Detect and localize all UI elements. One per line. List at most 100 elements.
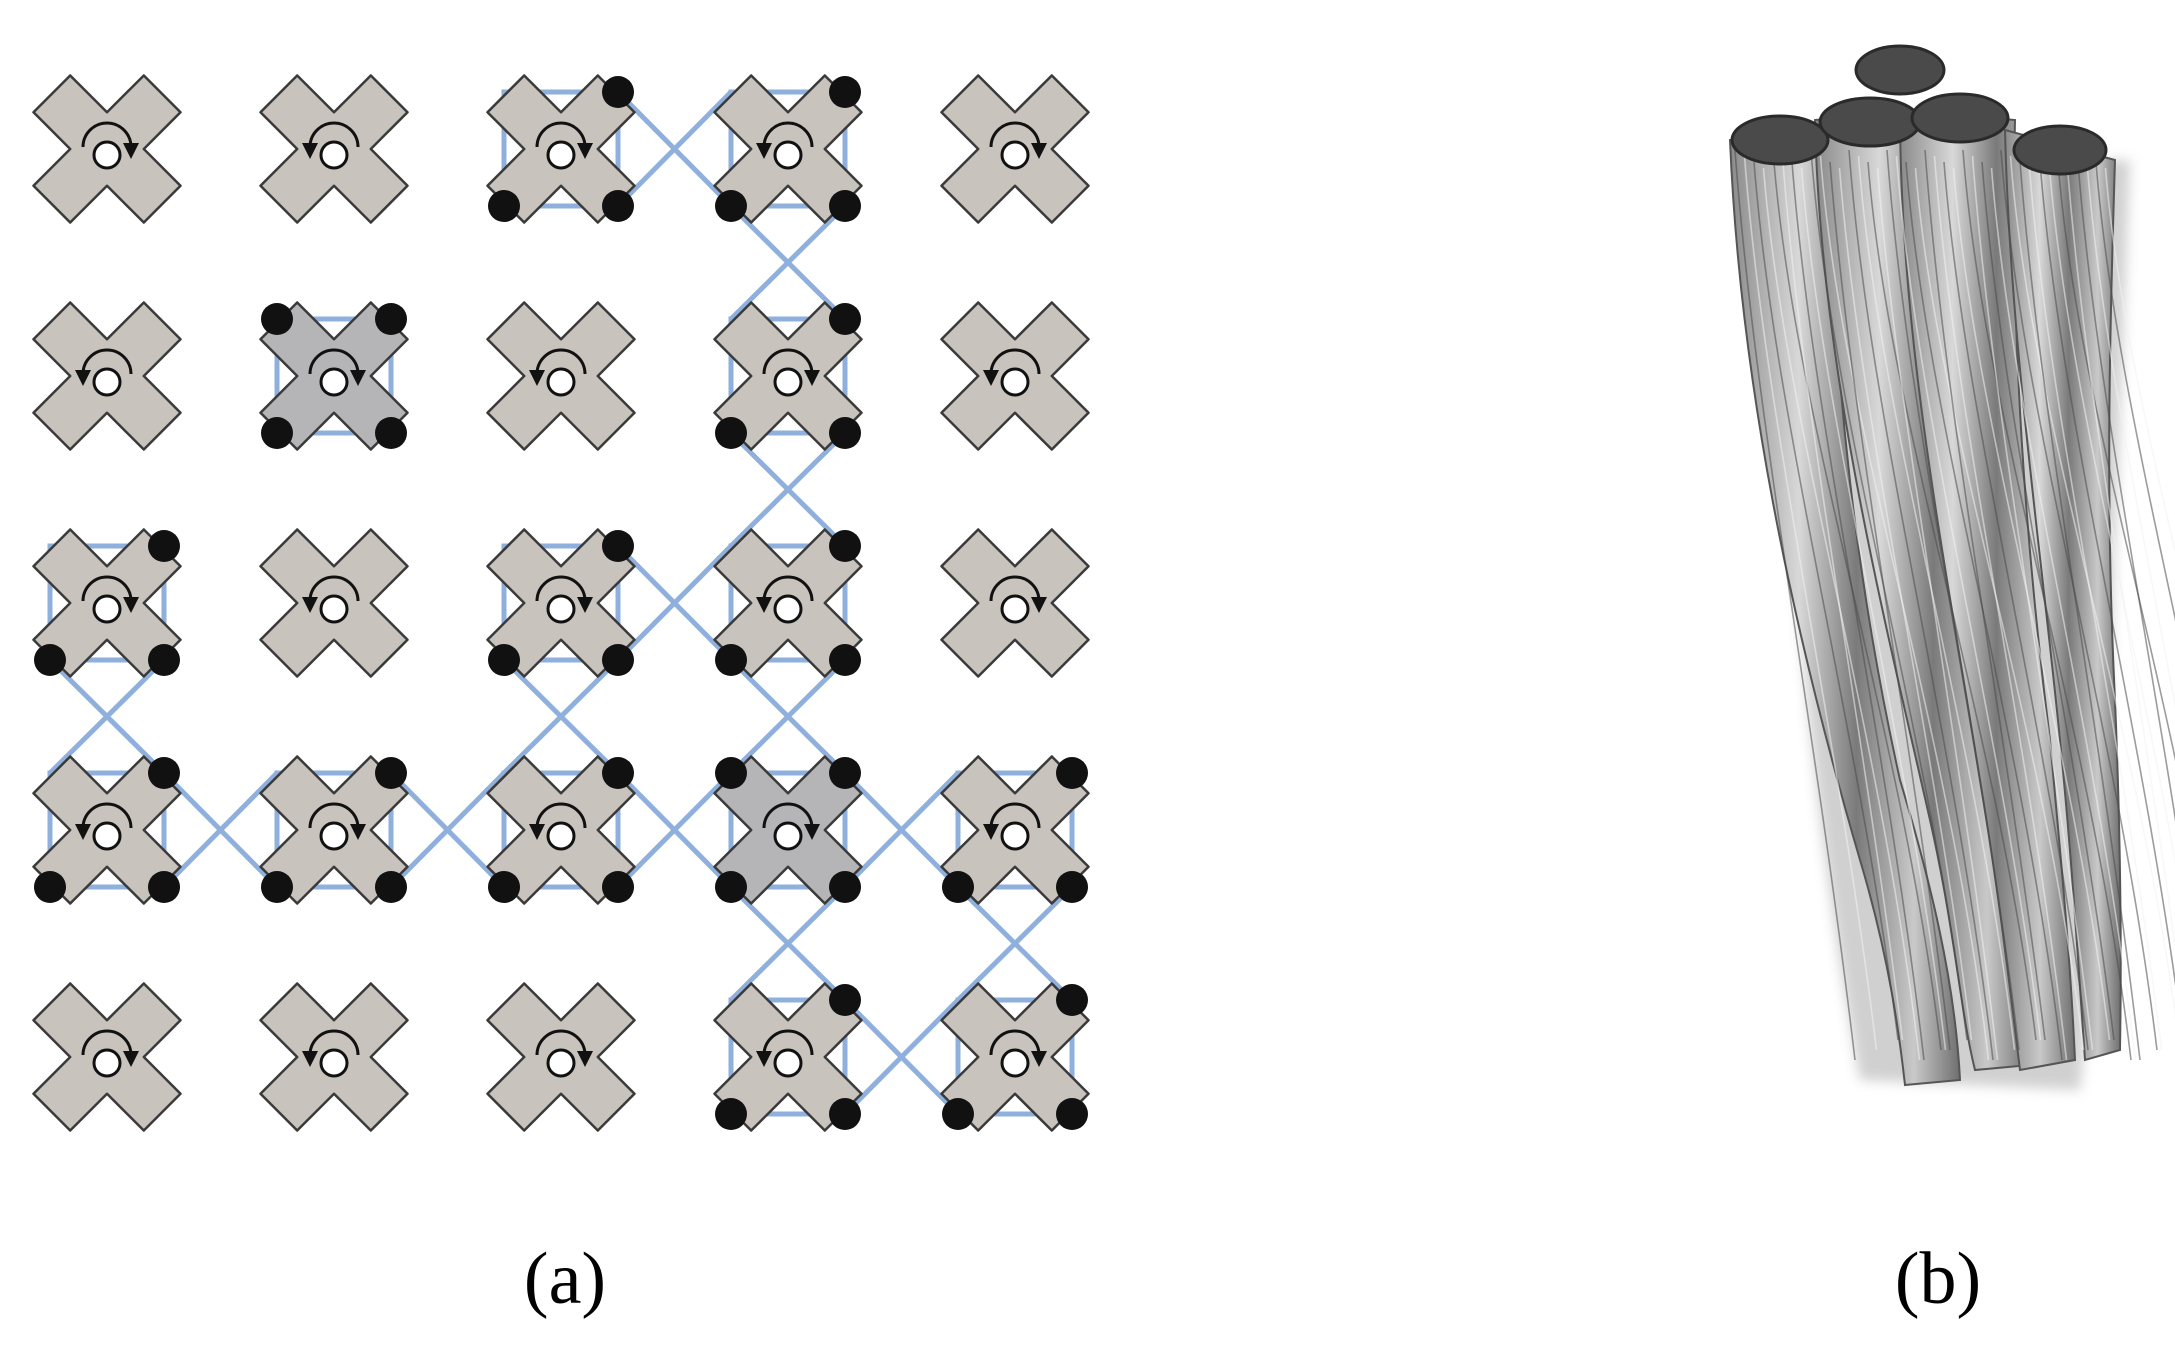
cross-unit-icon [940,301,1090,451]
link-frame [728,997,848,1117]
joint-dot-icon [1056,1098,1088,1130]
link-frame [728,89,848,209]
strand-cut-end [1910,92,2010,144]
rotation-arrow-icon [535,1029,587,1056]
pivot-hole-icon [92,367,122,397]
joint-dot-icon [34,644,66,676]
link-diagonal [729,658,847,775]
fiber-texture [1914,167,2085,1051]
arrow-head-icon [983,370,999,386]
joint-dot-icon [488,190,520,222]
joint-dot-icon [488,871,520,903]
rotation-arrow-icon [308,1029,360,1056]
link-diagonal [616,771,733,889]
fiber-texture [1734,149,1856,1061]
joint-dot-icon [829,984,861,1016]
joint-dot-icon [602,644,634,676]
joint-dot-icon [34,871,66,903]
joint-dot-icon [829,1098,861,1130]
link-frame [274,770,394,890]
rotation-arrow-icon [81,121,133,148]
pivot-hole-icon [1000,140,1030,170]
fiber-texture [1838,167,1973,1041]
link-frame [955,997,1075,1117]
cross-unit-icon [259,74,409,224]
fiber-texture [1753,161,1899,1041]
fiber-texture [1895,155,2042,1041]
rotation-arrow-icon [535,121,587,148]
arrow-head-icon [1031,597,1047,613]
pivot-hole-icon [92,1048,122,1078]
joint-dot-icon [715,190,747,222]
joint-dot-icon [715,871,747,903]
rotation-arrow-icon [989,1029,1041,1056]
rotation-arrow-icon [989,121,1041,148]
pivot-hole-icon [319,594,349,624]
fiber-texture [1971,155,2094,1051]
cross-unit-icon [259,528,409,678]
cross-unit-icon [713,301,863,451]
joint-dot-icon [602,871,634,903]
joint-dot-icon [602,190,634,222]
arrow-head-icon [1031,1051,1047,1067]
link-frame [501,770,621,890]
pivot-hole-icon [546,367,576,397]
rotation-arrow-icon [535,348,587,375]
rotation-arrow-icon [308,802,360,829]
link-diagonal [616,90,733,208]
cross-unit-icon [259,982,409,1132]
cross-unit-icon [486,755,636,905]
joint-dot-icon [715,644,747,676]
rotation-arrow-icon [535,575,587,602]
rotation-arrow-icon [762,121,814,148]
cross-unit-icon [940,74,1090,224]
joint-dot-icon [715,1098,747,1130]
fiber-texture [1924,149,2046,1041]
arrow-head-icon [804,370,820,386]
joint-dot-icon [261,303,293,335]
arrow-head-icon [983,824,999,840]
lattice-cells [32,74,1090,1132]
cross-unit-icon [713,982,863,1132]
joint-dot-icon [375,417,407,449]
pivot-hole-icon [92,594,122,624]
arrow-head-icon [756,597,772,613]
fiber-texture [2095,161,2175,622]
joint-dot-icon [375,303,407,335]
caption-a: (a) [523,1238,607,1320]
arrow-head-icon [123,143,139,159]
arrow-head-icon [302,597,318,613]
pivot-hole-icon [319,821,349,851]
fiber-texture [1952,167,2111,1041]
joint-dot-icon [148,871,180,903]
cross-unit-icon [940,755,1090,905]
joint-dot-icon [261,417,293,449]
lattice-nodes [34,76,1088,1130]
link-diagonal [729,885,847,1002]
rotation-arrow-icon [762,1029,814,1056]
arrow-head-icon [529,370,545,386]
joint-dot-icon [715,757,747,789]
arrow-head-icon [756,1051,772,1067]
joint-dot-icon [829,417,861,449]
strand-cut-end [1730,114,1830,166]
joint-dot-icon [829,644,861,676]
joint-dot-icon [375,757,407,789]
fiber-texture [1933,155,2068,1061]
link-diagonal [48,658,166,775]
fiber-texture [1819,155,1990,1061]
fiber-texture [1829,161,1951,1051]
joint-dot-icon [148,644,180,676]
link-diagonal [389,771,506,889]
fiber-strand [2003,128,2122,1062]
cross-unit-icon [940,982,1090,1132]
link-diagonal [729,204,847,321]
rotation-arrow-icon [762,348,814,375]
pivot-hole-icon [1000,1048,1030,1078]
pivot-hole-icon [1000,367,1030,397]
link-diagonal [162,771,279,889]
strand-cut-end [1818,96,1922,148]
fiber-texture [1981,161,2115,1041]
fiber-texture [1876,167,1999,1061]
